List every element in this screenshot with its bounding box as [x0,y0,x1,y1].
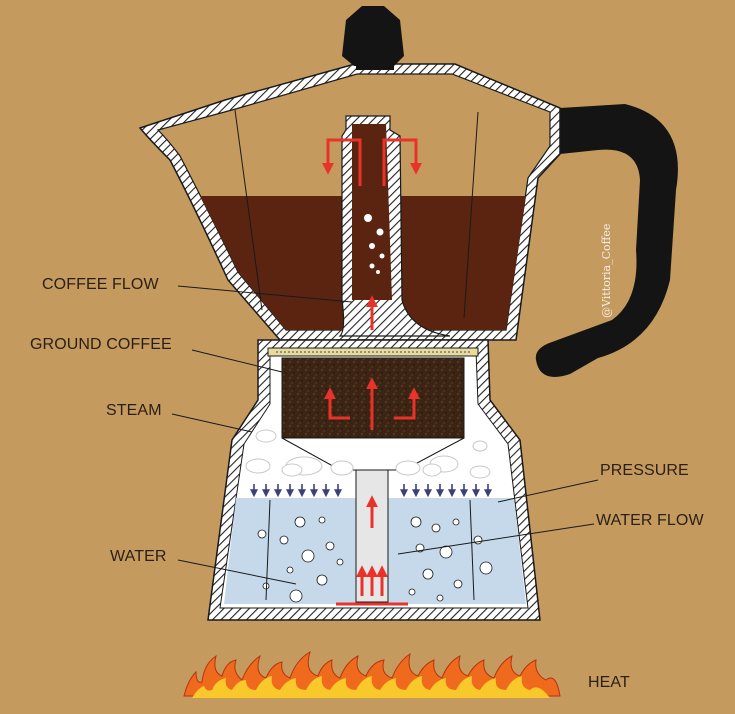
lid-knob [342,6,404,66]
label-ground-coffee: GROUND COFFEE [30,336,172,353]
water-bubble-icon [257,516,493,603]
label-steam: STEAM [106,402,162,419]
glare-line [463,111,479,319]
water-flow-arrows [336,495,408,606]
label-pressure: PRESSURE [600,462,689,479]
pressure-arrows [250,484,492,498]
glare-line [234,109,263,311]
handle [535,104,678,377]
glare-line [265,499,271,601]
coffee-outlet-arrows [322,138,422,186]
glare-line [469,499,475,601]
label-water: WATER [110,548,167,565]
grounds-arrows [324,377,420,430]
label-coffee-flow: COFFEE FLOW [42,276,159,293]
flame-icon [183,650,561,698]
label-heat: HEAT [588,674,630,691]
tube-coffee [352,124,392,300]
coffee-bubbles [364,214,385,274]
steam-cloud-icon [245,429,491,479]
watermark: @Vittoria_Coffee [600,223,613,318]
leader-lines [171,285,599,585]
label-water-flow: WATER FLOW [596,512,704,529]
